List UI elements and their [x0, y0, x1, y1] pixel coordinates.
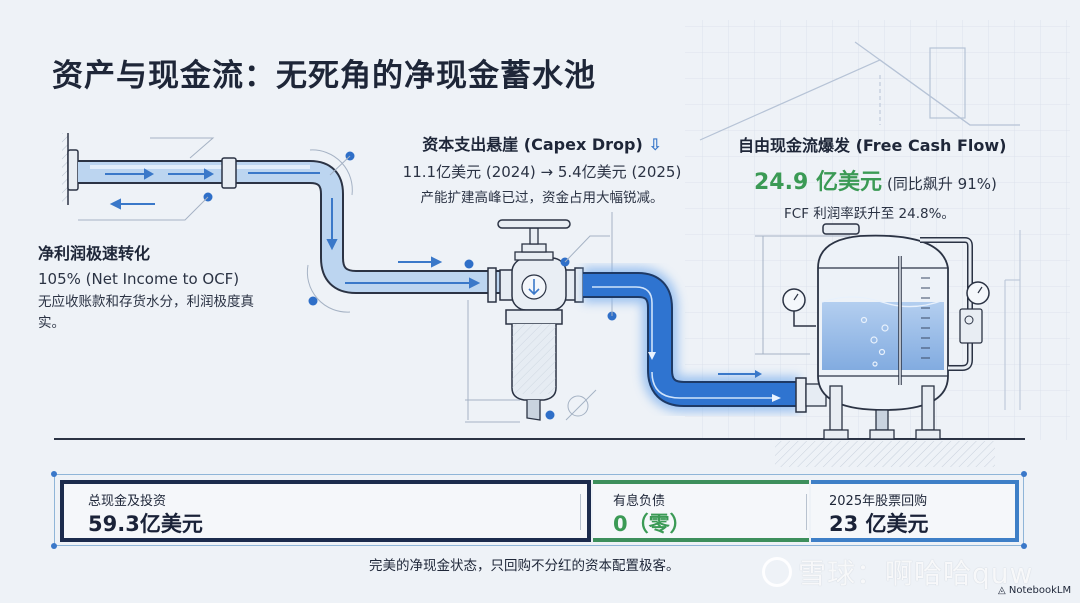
brand-text: NotebookLM: [1008, 585, 1072, 596]
callout-description: FCF 利润率跃升至 24.8%。: [784, 206, 955, 222]
page-title: 资产与现金流：无死角的净现金蓄水池: [52, 58, 596, 94]
callout-metric: 11.1亿美元 (2024) → 5.4亿美元 (2025): [402, 163, 682, 181]
fcf-value: 24.9 亿美元: [754, 170, 882, 195]
corner-dot: [51, 543, 57, 549]
stat-total-cash: 总现金及投资 59.3亿美元: [60, 480, 591, 542]
divider: [806, 494, 807, 530]
down-arrow-icon: ⇩: [648, 135, 662, 154]
brand-label: ◬ NotebookLM: [998, 585, 1071, 596]
callout-metric: 105% (Net Income to OCF): [38, 270, 240, 288]
watermark-text: 雪球：啊哈哈quw: [798, 557, 1034, 590]
valve-filter: [465, 212, 617, 423]
stat-interest-bearing-debt: 有息负债 0（零）: [593, 480, 809, 542]
callout-title: 资本支出悬崖 (Capex Drop): [422, 135, 643, 154]
corner-dot: [51, 471, 57, 477]
stat-label: 有息负债: [613, 494, 666, 509]
divider: [580, 494, 581, 530]
stat-value: 0（零）: [613, 512, 691, 536]
stat-value: 23 亿美元: [829, 512, 929, 536]
callout-capex-drop: 资本支出悬崖 (Capex Drop) ⇩ 11.1亿美元 (2024) → 5…: [392, 131, 692, 206]
callout-description: 无应收账款和存货水分，利润极度真实。: [38, 294, 254, 331]
callout-net-income-conversion: 净利润极速转化 105% (Net Income to OCF) 无应收账款和存…: [38, 240, 298, 334]
pipe-outflow: [583, 267, 827, 413]
corner-dot: [1021, 543, 1027, 549]
footer-note: 完美的净现金状态，只回购不分红的资本配置极客。: [369, 558, 680, 574]
callout-title: 自由现金流爆发 (Free Cash Flow): [738, 136, 1007, 155]
fcf-growth-note: (同比飙升 91%): [887, 175, 997, 193]
stat-value: 59.3亿美元: [88, 512, 203, 536]
xueqiu-logo-icon: [762, 557, 792, 587]
stat-label: 总现金及投资: [88, 494, 167, 509]
pipe-inflow: [78, 137, 500, 313]
callout-free-cash-flow: 自由现金流爆发 (Free Cash Flow) 24.9 亿美元 (同比飙升 …: [738, 132, 1018, 222]
callout-title: 净利润极速转化: [38, 244, 151, 263]
wall-mount: [62, 133, 79, 205]
stat-label: 2025年股票回购: [829, 494, 928, 509]
notebooklm-icon: ◬: [998, 585, 1009, 596]
key-stats-bar: 总现金及投资 59.3亿美元 有息负债 0（零） 2025年股票回购 23 亿美…: [51, 471, 1027, 549]
stat-share-buyback: 2025年股票回购 23 亿美元: [811, 480, 1019, 542]
watermark: 雪球：啊哈哈quw: [762, 552, 1033, 592]
reservoir-tank: [755, 223, 1021, 440]
corner-dot: [1021, 471, 1027, 477]
callout-description: 产能扩建高峰已过，资金占用大幅锐减。: [420, 190, 664, 206]
